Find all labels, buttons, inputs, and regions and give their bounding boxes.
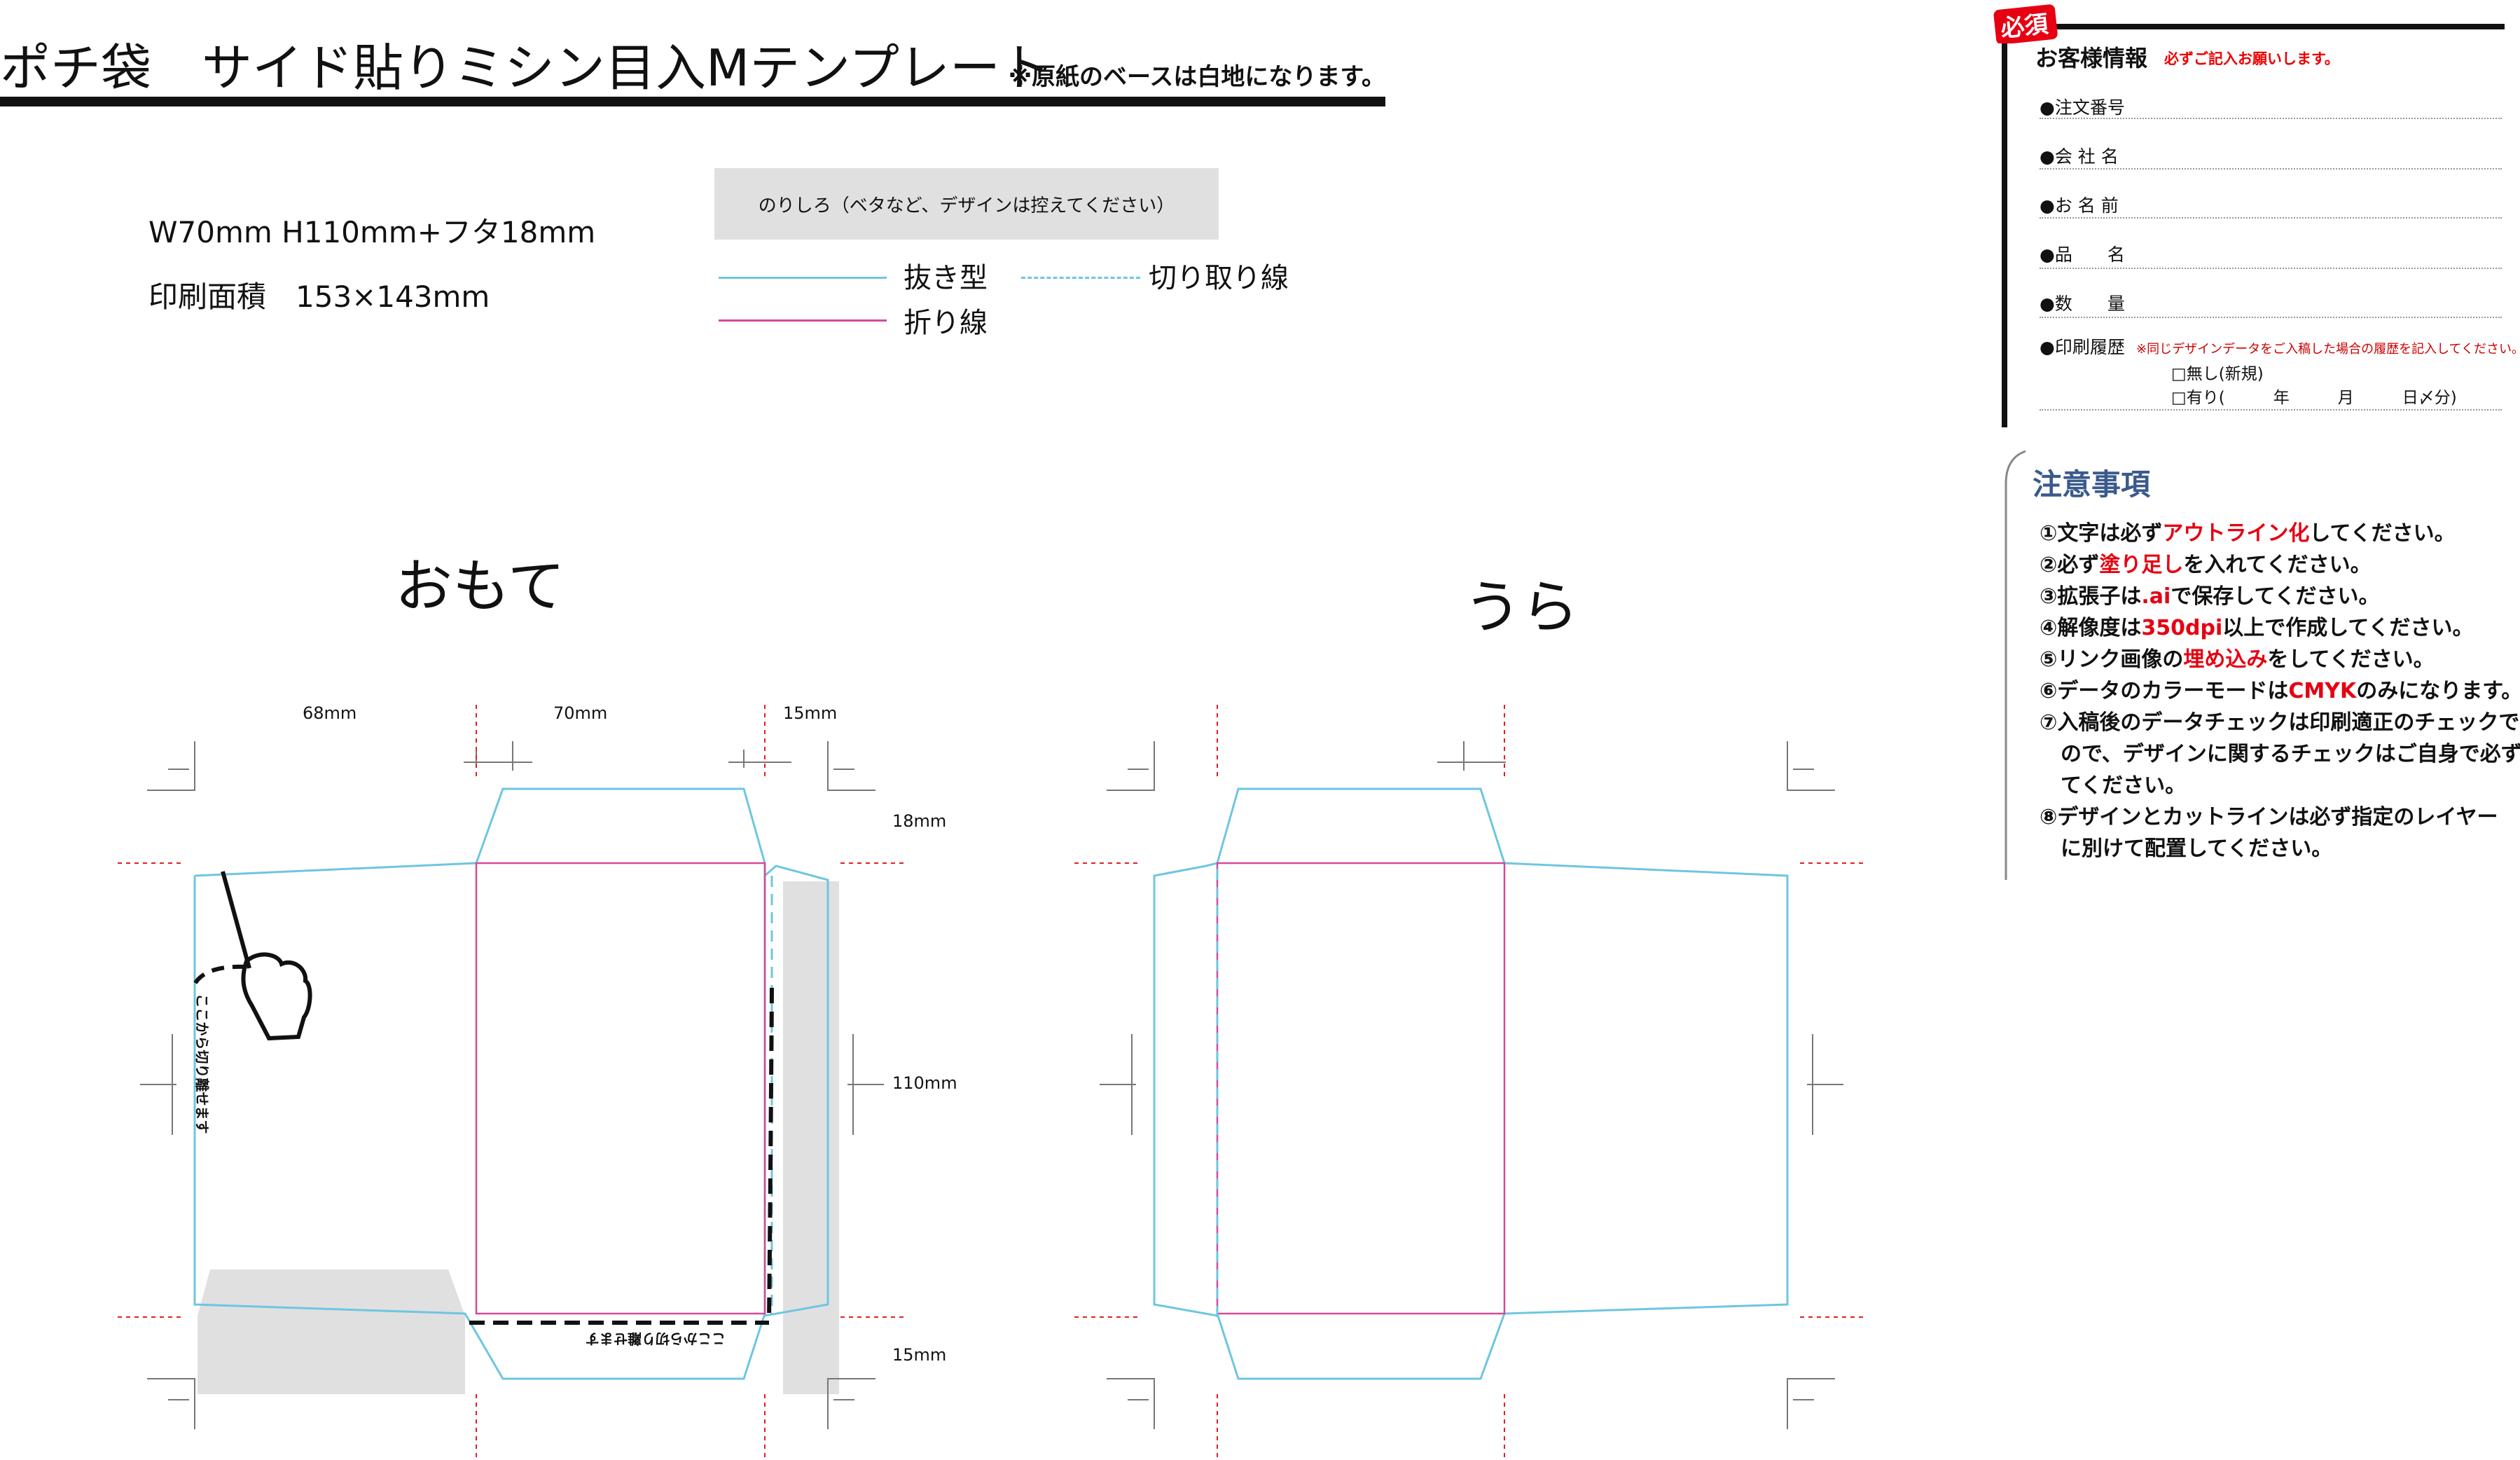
crop-marks-back <box>1100 741 1843 1429</box>
print-area-spec: 印刷面積 153×143mm <box>148 280 490 314</box>
required-badge-icon <box>1993 4 2058 43</box>
perforation-guide-text-bottom: ここから切り離せます <box>586 1330 726 1347</box>
tear-guide-start <box>191 964 246 988</box>
back-face-label: うら <box>1464 574 1579 641</box>
note-item-7-line-2: ので、デザインに関するチェックはご自身で必ず行っ <box>2061 742 2520 766</box>
cut-line-label: 抜き型 <box>904 262 988 294</box>
field-quantity: ●数 量 <box>2040 294 2125 314</box>
bleed-marks-back <box>1074 705 1867 1460</box>
field-order-number: ●注文番号 <box>2040 97 2125 118</box>
field-order-number-line[interactable] <box>2040 118 2502 119</box>
note-item-7-line-1: ⑦入稿後のデータチェックは印刷適正のチェックです <box>2040 710 2520 735</box>
note-item-5: ⑤リンク画像の埋め込みをしてください。 <box>2040 647 2435 672</box>
field-name-line[interactable] <box>2040 217 2502 219</box>
note-item-3: ③拡張子は.aiで保存してください。 <box>2040 584 2380 609</box>
note-item-2: ②必ず塗り足しを入れてください。 <box>2040 553 2372 577</box>
notes-panel-border <box>2005 450 2026 880</box>
title-rule <box>0 97 1385 106</box>
note-item-1: ①文字は必ずアウトライン化してください。 <box>2040 521 2456 546</box>
print-history-note: ※同じデザインデータをご入稿した場合の履歴を記入してください。 <box>2136 342 2520 357</box>
history-option-previous[interactable]: □有り( 年 月 日〆分) <box>2171 389 2457 407</box>
note-item-8-line-1: ⑧デザインとカットラインは必ず指定のレイヤー <box>2040 805 2498 829</box>
glue-area-legend: のりしろ（ベタなど、デザインは控えてください） <box>714 168 1219 240</box>
fold-line-label: 折り線 <box>904 307 988 339</box>
cut-outline-back <box>1216 787 1789 1380</box>
note-item-7-line-3: てください。 <box>2061 773 2187 798</box>
dim-body-height: 110mm <box>892 1073 957 1093</box>
field-history-line <box>2040 409 2502 411</box>
dim-top-flap: 18mm <box>892 811 947 831</box>
pointing-hand-icon <box>221 871 312 1041</box>
customer-info-title: お客様情報 <box>2035 45 2148 71</box>
size-spec: W70mm H110mm+フタ18mm <box>148 215 596 249</box>
field-company: ●会 社 名 <box>2040 146 2119 167</box>
page-title: ポチ袋 サイド貼りミシン目入Mテンプレート <box>0 39 1051 97</box>
base-note: ※原紙のベースは白地になります。 <box>1009 63 1385 91</box>
field-name: ●お 名 前 <box>2040 195 2119 216</box>
bleed-marks-front <box>118 705 908 1460</box>
crop-marks-front <box>140 741 884 1429</box>
template-drawing <box>118 705 1867 1460</box>
dim-side-flap: 15mm <box>783 703 838 723</box>
perforation-swatch <box>1021 277 1140 279</box>
note-item-8-line-2: に別けて配置してください。 <box>2061 836 2333 861</box>
dim-left-flap: 68mm <box>303 703 357 723</box>
customer-panel-top-border <box>2002 24 2505 29</box>
fold-line-swatch <box>719 319 887 322</box>
perforation-label: 切り取り線 <box>1149 262 1289 294</box>
perforation-guide-text-side: ここから切り離せます <box>193 993 211 1134</box>
fold-body-front <box>475 862 766 1315</box>
field-print-history: ●印刷履歴 <box>2040 337 2125 357</box>
dim-bottom-flap: 15mm <box>892 1345 947 1365</box>
notes-title: 注意事項 <box>2033 467 2151 502</box>
field-company-line[interactable] <box>2040 168 2502 170</box>
history-option-new[interactable]: □無し(新規) <box>2171 365 2264 383</box>
back-template <box>1074 705 1867 1460</box>
dim-body-width: 70mm <box>553 703 608 723</box>
note-item-4: ④解像度は350dpi以上で作成してください。 <box>2040 616 2474 640</box>
field-quantity-line[interactable] <box>2040 317 2502 318</box>
front-template <box>118 705 908 1460</box>
fold-body-back <box>1216 862 1506 1315</box>
cut-side-flap-front <box>764 865 829 1317</box>
note-item-6: ⑥データのカラーモードはCMYKのみになります。 <box>2040 679 2520 703</box>
front-face-label: おもて <box>395 553 565 620</box>
customer-panel-border <box>2002 43 2007 427</box>
customer-required-note: 必ずご記入お願いします。 <box>2164 50 2339 67</box>
cut-side-flap-back <box>1153 862 1218 1317</box>
required-badge-label: 必須 <box>1999 10 2050 43</box>
field-product-line[interactable] <box>2040 268 2502 269</box>
glue-area-side <box>783 881 839 1394</box>
cut-line-swatch <box>719 277 887 279</box>
field-product: ●品 名 <box>2040 245 2125 265</box>
glue-area-bottom <box>198 1269 465 1394</box>
tear-guide-side <box>767 987 774 1321</box>
